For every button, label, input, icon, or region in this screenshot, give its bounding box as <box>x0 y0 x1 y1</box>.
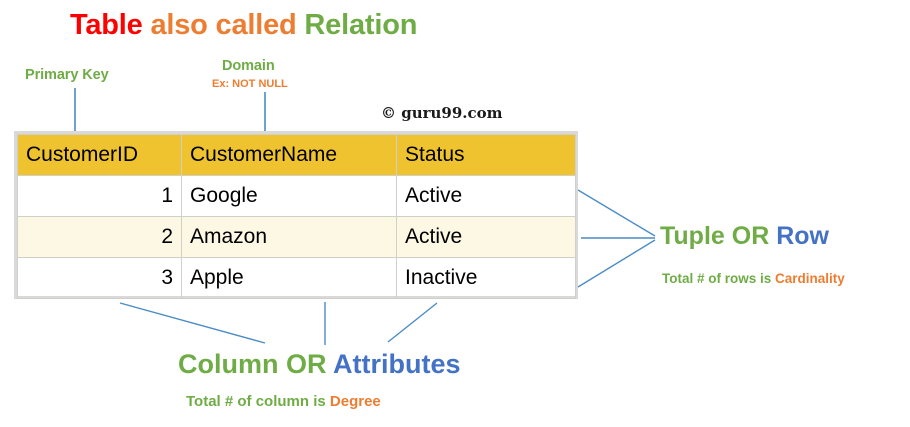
relation-table: CustomerID CustomerName Status 1 Google … <box>17 134 576 299</box>
cell-customerid: 2 <box>17 216 182 258</box>
connector-column-right <box>387 302 438 343</box>
cell-customername: Apple <box>181 257 397 299</box>
degree-prefix: Total # of column is <box>186 393 330 410</box>
cell-customername: Google <box>181 175 397 217</box>
cell-status: Inactive <box>396 257 576 299</box>
cardinality-prefix: Total # of rows is <box>662 271 776 286</box>
column-header-status: Status <box>396 134 576 176</box>
title-word-relation: Relation <box>304 9 418 41</box>
cardinality-annotation: Total # of rows is Cardinality <box>662 271 845 286</box>
tuple-annotation-part-tuple-or: Tuple OR <box>660 222 777 250</box>
page-title: Table also called Relation <box>70 9 417 42</box>
tuple-row-annotation: Tuple OR Row <box>660 222 829 251</box>
tuple-annotation-part-row: Row <box>776 222 829 250</box>
domain-example-label: Ex: NOT NULL <box>212 78 288 90</box>
domain-callout-label: Domain <box>222 58 275 74</box>
cardinality-term: Cardinality <box>775 271 845 286</box>
degree-annotation: Total # of column is Degree <box>186 393 381 410</box>
title-word-also-called: also called <box>142 9 305 41</box>
cell-customerid: 1 <box>17 175 182 217</box>
connector-column-left <box>119 302 266 344</box>
table-row: 2 Amazon Active <box>17 216 576 258</box>
connector-tuple-top <box>577 189 656 237</box>
relation-table-frame: CustomerID CustomerName Status 1 Google … <box>14 131 578 299</box>
cell-customerid: 3 <box>17 257 182 299</box>
column-annotation-part-attributes: Attributes <box>333 349 461 379</box>
cell-status: Active <box>396 175 576 217</box>
table-row: 1 Google Active <box>17 175 576 217</box>
guru99-watermark: © guru99.com <box>381 104 503 122</box>
cell-status: Active <box>396 216 576 258</box>
title-word-table: Table <box>70 9 143 41</box>
table-row: 3 Apple Inactive <box>17 257 576 299</box>
column-header-customerid: CustomerID <box>17 134 182 176</box>
column-header-customername: CustomerName <box>181 134 397 176</box>
primary-key-callout-label: Primary Key <box>25 67 109 83</box>
connector-tuple-bottom <box>577 239 656 288</box>
cell-customername: Amazon <box>181 216 397 258</box>
table-header-row: CustomerID CustomerName Status <box>17 134 576 176</box>
degree-term: Degree <box>329 393 381 410</box>
column-annotation-part-column-or: Column OR <box>178 349 333 379</box>
column-attributes-annotation: Column OR Attributes <box>178 349 461 380</box>
